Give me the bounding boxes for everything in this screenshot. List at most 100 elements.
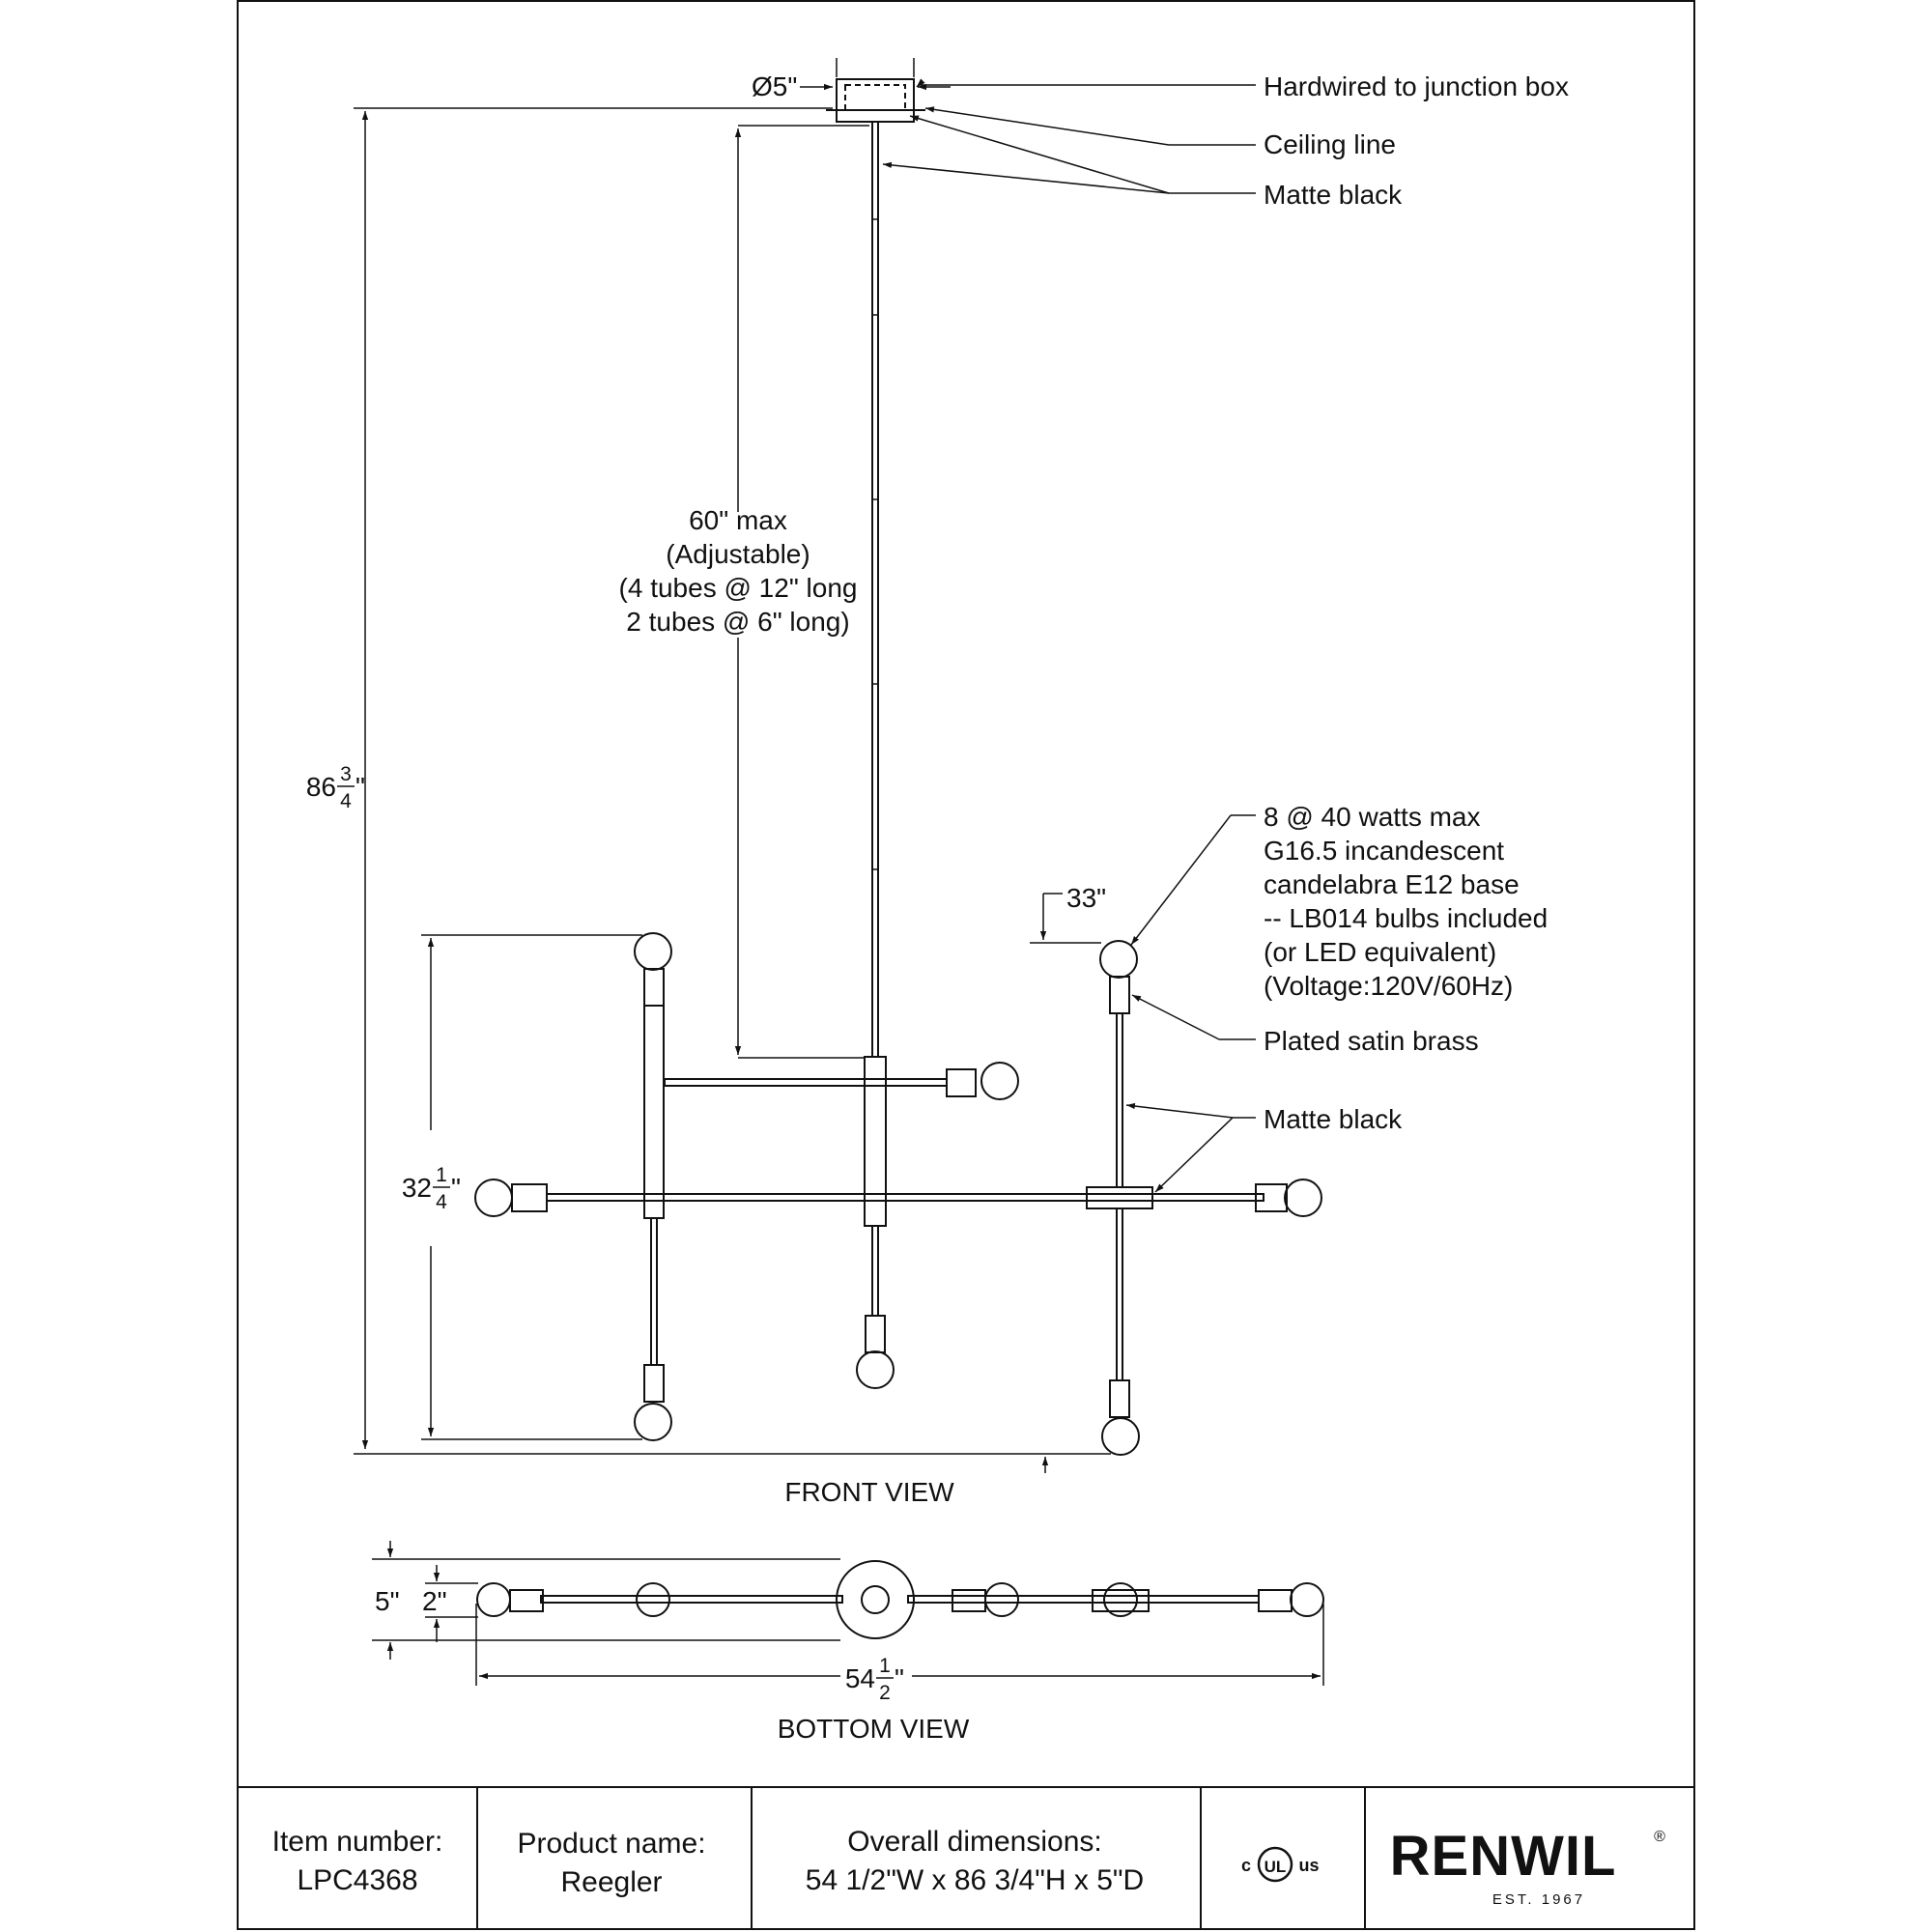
right-bottom-bulb [1101, 1417, 1140, 1456]
upper-arm [664, 1078, 948, 1087]
right-upper-stem [1116, 1012, 1123, 1188]
svg-text:": " [355, 772, 365, 802]
bottom-bulb-1 [476, 1582, 511, 1617]
svg-text:(or LED equivalent): (or LED equivalent) [1264, 937, 1496, 967]
svg-text:®: ® [1654, 1829, 1665, 1845]
left-bottom-bulb [634, 1403, 672, 1441]
renwil-logo: RENWIL ® EST. 1967 [1390, 1825, 1665, 1908]
right-hub [1086, 1186, 1153, 1209]
bottom-socket-1 [509, 1589, 544, 1612]
sheet-border [237, 0, 1695, 1930]
product-name-label: Product name: [517, 1828, 705, 1860]
lower-arm-main [546, 1193, 1264, 1202]
center-bottom-bulb [856, 1350, 895, 1389]
right-top-socket [1109, 976, 1130, 1014]
bottom-bulb-2 [636, 1582, 670, 1617]
min-height-label: 33" [1066, 883, 1106, 913]
bottom-view-caption: BOTTOM VIEW [778, 1714, 970, 1744]
product-name-value: Reegler [560, 1866, 662, 1898]
bottom-arm-left [540, 1595, 843, 1604]
upper-arm-socket [946, 1068, 977, 1097]
canopy-diameter-label: Ø5" [752, 71, 797, 101]
ceiling-line-callout: Ceiling line [1264, 129, 1396, 159]
lower-arm-left-bulb [474, 1179, 513, 1217]
item-number-label: Item number: [272, 1826, 443, 1858]
lower-arm-right-socket [1255, 1183, 1288, 1212]
bottom-view-drawing [476, 1560, 1324, 1639]
svg-text:-- LB014 bulbs included: -- LB014 bulbs included [1264, 903, 1548, 933]
lower-arm-left-socket [511, 1183, 548, 1212]
svg-text:4: 4 [340, 790, 352, 812]
svg-text:(Voltage:120V/60Hz): (Voltage:120V/60Hz) [1264, 971, 1513, 1001]
svg-text:4: 4 [436, 1191, 447, 1213]
plated-satin-brass-callout: Plated satin brass [1264, 1026, 1479, 1056]
overall-height-label: 86 3 4 " [306, 763, 365, 812]
svg-text:54: 54 [845, 1663, 875, 1693]
front-view-caption: FRONT VIEW [784, 1477, 954, 1507]
svg-text:8 @ 40 watts max: 8 @ 40 watts max [1264, 802, 1481, 832]
item-number-value: LPC4368 [297, 1864, 417, 1896]
rod-length-label: 60" max (Adjustable) (4 tubes @ 12" long… [619, 505, 858, 637]
bottom-bulb-5 [1290, 1582, 1324, 1617]
svg-text:3: 3 [340, 763, 352, 785]
right-lower-stem [1116, 1208, 1123, 1381]
svg-text:60" max: 60" max [689, 505, 787, 535]
bottom-dimension-lines [372, 1541, 1324, 1686]
front-dimension-lines [354, 58, 1111, 1473]
front-view-drawing [474, 78, 1322, 1456]
svg-text:2 tubes @ 6" long): 2 tubes @ 6" long) [626, 607, 849, 637]
overall-dimensions-value: 54 1/2"W x 86 3/4"H x 5"D [806, 1864, 1144, 1896]
left-top-socket [643, 968, 665, 1007]
svg-text:1: 1 [879, 1655, 891, 1677]
junction-box [844, 84, 906, 111]
svg-text:": " [895, 1663, 904, 1693]
bottom-socket-3 [952, 1589, 986, 1612]
leader-lines [882, 78, 1256, 1193]
bulb-info-callout: 8 @ 40 watts max G16.5 incandescent cand… [1264, 802, 1548, 1001]
title-block: Item number: LPC4368 Product name: Reegl… [272, 1787, 1665, 1930]
upper-arm-bulb [980, 1062, 1019, 1100]
svg-text:UL: UL [1264, 1858, 1287, 1876]
bottom-hub [1092, 1589, 1150, 1612]
bottom-canopy-inner [861, 1585, 890, 1614]
left-bottom-socket [643, 1364, 665, 1403]
body-height-label: 32 1 4 " [402, 1164, 461, 1213]
overall-width-label: 54 1 2 " [845, 1655, 904, 1704]
left-vertical-body [643, 1005, 665, 1219]
lower-arm-right-bulb [1284, 1179, 1322, 1217]
bottom-bulb-4 [1103, 1582, 1138, 1617]
depth-label: 5" [375, 1586, 400, 1616]
svg-text:(Adjustable): (Adjustable) [666, 539, 810, 569]
svg-text:us: us [1298, 1856, 1319, 1875]
center-lower-stem [871, 1225, 879, 1317]
svg-text:2: 2 [879, 1682, 891, 1704]
svg-text:candelabra E12 base: candelabra E12 base [1264, 869, 1520, 899]
junction-box-callout: Hardwired to junction box [1264, 71, 1569, 101]
right-top-bulb [1099, 940, 1138, 979]
lower-arm-right-section [1151, 1193, 1257, 1202]
left-top-bulb [634, 932, 672, 971]
left-lower-stem [650, 1217, 658, 1366]
overall-dimensions-label: Overall dimensions: [847, 1826, 1101, 1858]
downrod [871, 121, 879, 1058]
bottom-bulb-3 [984, 1582, 1019, 1617]
svg-text:c: c [1241, 1856, 1251, 1875]
bottom-socket-5 [1258, 1589, 1293, 1612]
center-bottom-socket [865, 1315, 886, 1353]
svg-text:86: 86 [306, 772, 336, 802]
arm-depth-label: 2" [422, 1586, 447, 1616]
svg-text:EST. 1967: EST. 1967 [1492, 1891, 1585, 1908]
svg-text:RENWIL: RENWIL [1390, 1825, 1617, 1888]
right-bottom-socket [1109, 1379, 1130, 1418]
svg-text:(4 tubes @ 12" long: (4 tubes @ 12" long [619, 573, 858, 603]
bottom-canopy-outer [836, 1560, 915, 1639]
svg-text:32: 32 [402, 1173, 432, 1203]
svg-text:1: 1 [436, 1164, 447, 1186]
matte-black-arms-callout: Matte black [1264, 1104, 1403, 1134]
ul-listed-icon: c UL us [1241, 1846, 1320, 1883]
matte-black-top-callout: Matte black [1264, 180, 1403, 210]
svg-text:G16.5 incandescent: G16.5 incandescent [1264, 836, 1504, 866]
bottom-arm-right [907, 1595, 1260, 1604]
svg-text:": " [451, 1173, 461, 1203]
